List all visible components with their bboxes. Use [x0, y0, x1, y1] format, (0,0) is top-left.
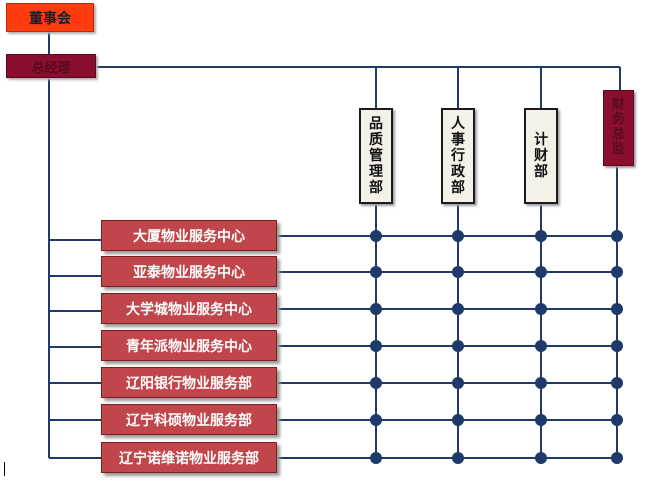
junction-node: [452, 414, 464, 426]
service-center-label: 辽宁科硕物业服务部: [126, 412, 252, 429]
department-quality-label: 品质管理部: [368, 115, 383, 197]
department-hr-box: 人事行政部: [441, 108, 475, 204]
service-center-label: 辽宁诺维诺物业服务部: [119, 450, 259, 467]
service-center-box: 亚泰物业服务中心: [101, 256, 277, 287]
junction-node: [535, 452, 547, 464]
text-cursor-mark: [4, 462, 5, 476]
junction-node: [370, 303, 382, 315]
service-center-box: 辽宁诺维诺物业服务部: [101, 442, 277, 473]
junction-node: [452, 230, 464, 242]
department-finance-box: 计财部: [524, 108, 558, 204]
junction-node: [452, 377, 464, 389]
general-manager-label: 总经理: [31, 60, 71, 76]
board-label: 董事会: [29, 10, 71, 27]
junction-node: [452, 340, 464, 352]
junction-node: [370, 377, 382, 389]
junction-node: [535, 303, 547, 315]
junction-node: [611, 303, 623, 315]
finance-director-label: 财务总监: [611, 97, 625, 157]
junction-node: [535, 414, 547, 426]
board-box: 董事会: [6, 3, 94, 32]
service-center-box: 大厦物业服务中心: [101, 220, 277, 251]
junction-node: [611, 452, 623, 464]
service-center-box: 辽宁科硕物业服务部: [101, 404, 277, 435]
junction-node: [611, 377, 623, 389]
junction-node: [370, 414, 382, 426]
junction-node: [370, 266, 382, 278]
department-hr-label: 人事行政部: [450, 115, 465, 197]
junction-node: [611, 340, 623, 352]
service-center-label: 亚泰物业服务中心: [133, 264, 245, 281]
service-center-box: 辽阳银行物业服务部: [101, 367, 277, 398]
junction-node: [611, 414, 623, 426]
junction-node: [370, 340, 382, 352]
junction-node: [452, 266, 464, 278]
junction-node: [370, 230, 382, 242]
junction-node: [611, 266, 623, 278]
junction-node: [535, 377, 547, 389]
junction-node: [535, 266, 547, 278]
service-center-label: 大学城物业服务中心: [126, 301, 252, 318]
department-finance-label: 计财部: [533, 131, 548, 181]
junction-node: [535, 340, 547, 352]
junction-node: [611, 230, 623, 242]
junction-node: [370, 452, 382, 464]
junction-node: [452, 452, 464, 464]
junction-node: [452, 303, 464, 315]
service-center-label: 大厦物业服务中心: [133, 228, 245, 245]
junction-node: [535, 230, 547, 242]
service-center-label: 青年派物业服务中心: [126, 338, 252, 355]
department-quality-box: 品质管理部: [359, 108, 393, 204]
service-center-box: 大学城物业服务中心: [101, 293, 277, 324]
service-center-label: 辽阳银行物业服务部: [126, 375, 252, 392]
general-manager-box: 总经理: [6, 54, 96, 78]
finance-director-box: 财务总监: [603, 90, 634, 166]
service-center-box: 青年派物业服务中心: [101, 330, 277, 361]
